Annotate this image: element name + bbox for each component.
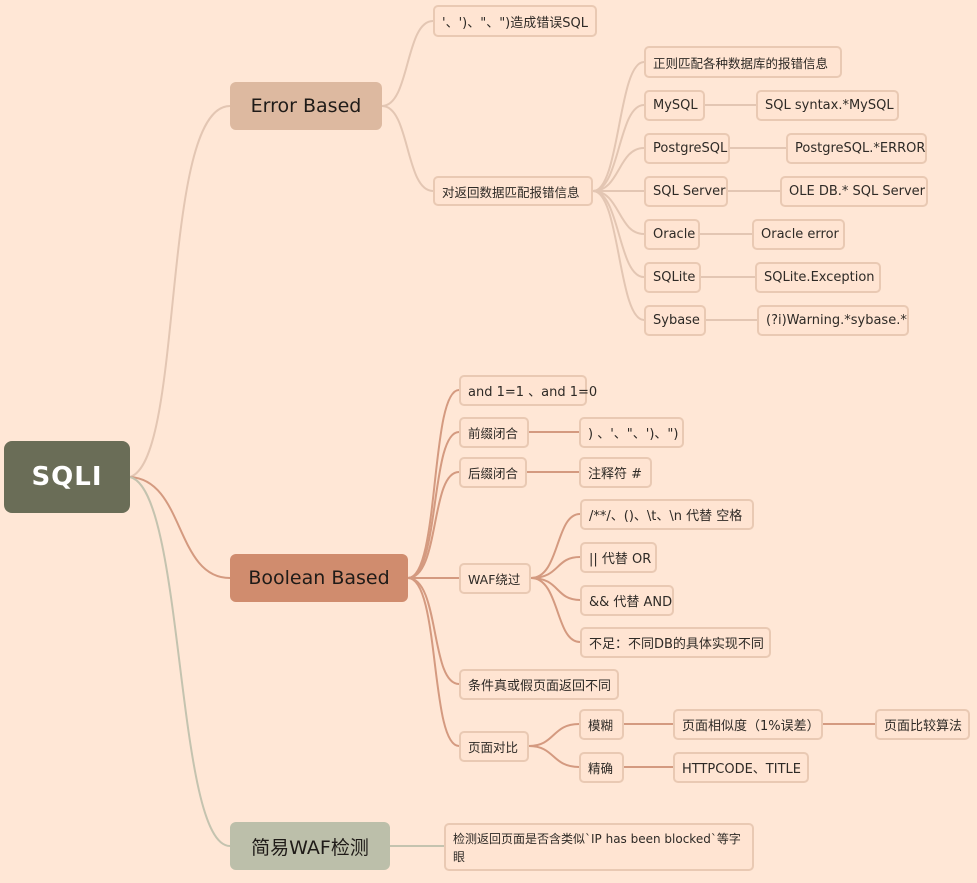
cond-diff-node[interactable]: 条件真或假页面返回不同	[459, 669, 619, 700]
prefix-value-node[interactable]: ) 、'、"、')、")	[579, 417, 684, 448]
and-condition-node[interactable]: and 1=1 、and 1=0	[459, 375, 597, 406]
suffix-node[interactable]: 后缀闭合	[459, 457, 527, 488]
db-sqlite[interactable]: SQLite	[644, 262, 701, 293]
regex-desc-node[interactable]: 正则匹配各种数据库的报错信息	[644, 46, 842, 78]
waf-item-space[interactable]: /**/、()、\t、\n 代替 空格	[580, 499, 754, 530]
db-oracle[interactable]: Oracle	[644, 219, 700, 250]
link-root-waf	[129, 476, 231, 847]
pattern-sqlite[interactable]: SQLite.Exception	[755, 262, 881, 293]
waf-detect-desc-node[interactable]: 检测返回页面是否含类似`IP has been blocked`等字眼	[444, 823, 754, 871]
waf-item-limitation[interactable]: 不足：不同DB的具体实现不同	[580, 627, 771, 658]
waf-item-and[interactable]: && 代替 AND	[580, 585, 674, 616]
page-compare-node[interactable]: 页面对比	[459, 731, 529, 762]
fuzzy-node[interactable]: 模糊	[579, 709, 624, 740]
branch-boolean-based[interactable]: Boolean Based	[230, 554, 408, 602]
exact-value-node[interactable]: HTTPCODE、TITLE	[673, 752, 809, 783]
link-root-boolean	[129, 476, 231, 579]
waf-item-or[interactable]: || 代替 OR	[580, 542, 657, 573]
root-node[interactable]: SQLI	[4, 441, 130, 513]
branch-error-based[interactable]: Error Based	[230, 82, 382, 130]
link-root-error	[129, 105, 231, 478]
db-sybase[interactable]: Sybase	[644, 305, 706, 336]
compare-algorithm-node[interactable]: 页面比较算法	[875, 709, 970, 740]
similarity-node[interactable]: 页面相似度（1%误差）	[673, 709, 823, 740]
error-cause-node[interactable]: '、')、"、")造成错误SQL	[433, 5, 597, 37]
db-mysql[interactable]: MySQL	[644, 90, 705, 121]
branch-waf-detect[interactable]: 简易WAF检测	[230, 822, 390, 870]
suffix-value-node[interactable]: 注释符 #	[579, 457, 652, 488]
error-match-node[interactable]: 对返回数据匹配报错信息	[433, 176, 593, 206]
db-postgresql[interactable]: PostgreSQL	[644, 133, 730, 164]
pattern-oracle[interactable]: Oracle error	[752, 219, 845, 250]
db-sqlserver[interactable]: SQL Server	[644, 176, 728, 207]
waf-bypass-node[interactable]: WAF绕过	[459, 563, 531, 594]
pattern-postgresql[interactable]: PostgreSQL.*ERROR	[786, 133, 927, 164]
exact-node[interactable]: 精确	[579, 752, 624, 783]
pattern-sqlserver[interactable]: OLE DB.* SQL Server	[780, 176, 928, 207]
pattern-mysql[interactable]: SQL syntax.*MySQL	[756, 90, 899, 121]
pattern-sybase[interactable]: (?i)Warning.*sybase.*	[757, 305, 909, 336]
prefix-node[interactable]: 前缀闭合	[459, 417, 529, 448]
